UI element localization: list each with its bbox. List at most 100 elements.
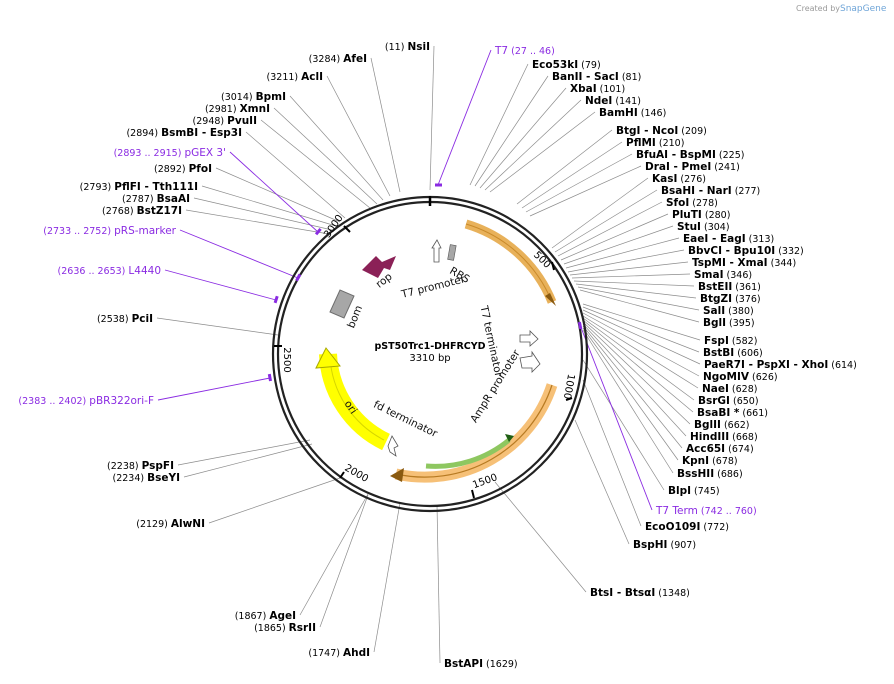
site-label-hindiii[interactable]: HindIII (668) — [690, 431, 758, 443]
site-label-pvuii[interactable]: (2948) PvuII — [193, 115, 257, 127]
site-label-alwni[interactable]: (2129) AlwNI — [136, 518, 205, 530]
site-label-ecoo109i[interactable]: EcoO109I (772) — [645, 521, 729, 533]
site-position: (2238) — [107, 461, 142, 472]
site-name: BlpI — [668, 485, 691, 497]
primer-name: pGEX 3' — [184, 147, 226, 159]
primer-label-pgex-3[interactable]: (2893 .. 2915) pGEX 3' — [114, 147, 226, 159]
site-label-drai-pmei[interactable]: DraI - PmeI (241) — [645, 161, 740, 173]
site-label-rsrii[interactable]: (1865) RsrII — [254, 622, 316, 634]
site-label-smai[interactable]: SmaI (346) — [694, 269, 752, 281]
site-label-pluti[interactable]: PluTI (280) — [672, 209, 730, 221]
site-label-pcii[interactable]: (2538) PciI — [97, 313, 153, 325]
site-label-naei[interactable]: NaeI (628) — [702, 383, 757, 395]
site-label-bstbi[interactable]: BstBI (606) — [703, 347, 763, 359]
site-label-agei[interactable]: (1867) AgeI — [235, 610, 296, 622]
feature-promoter-white[interactable] — [519, 350, 541, 373]
site-label-bseyi[interactable]: (2234) BseYI — [113, 472, 181, 484]
site-label-bstz17i[interactable]: (2768) BstZ17I — [102, 205, 182, 217]
site-label-bbvci-bpu10i[interactable]: BbvCI - Bpu10I (332) — [688, 245, 804, 257]
site-label-ngomiv[interactable]: NgoMIV (626) — [703, 371, 778, 383]
leader-eco53ki — [469, 63, 529, 186]
site-label-sfoi[interactable]: SfoI (278) — [666, 197, 718, 209]
site-position: (662) — [721, 420, 750, 431]
primer-name: T7 — [494, 45, 508, 57]
primer-mark-pgex-3 — [314, 227, 322, 236]
feature-rop[interactable] — [362, 256, 396, 278]
site-label-kpni[interactable]: KpnI (678) — [682, 455, 738, 467]
site-name: BstZ17I — [137, 205, 182, 217]
leader-stui — [563, 225, 674, 265]
feature-label-t7-promoter[interactable]: T7 promoter — [399, 273, 467, 301]
site-label-paer7i-pspxi-xhoi[interactable]: PaeR7I - PspXI - XhoI (614) — [704, 359, 857, 371]
site-name: BpmI — [256, 91, 286, 103]
feature-t7-terminator[interactable] — [519, 330, 539, 347]
site-label-nsii[interactable]: (11) NsiI — [385, 41, 430, 53]
site-label-bsrgi[interactable]: BsrGI (650) — [698, 395, 759, 407]
site-label-banii-saci[interactable]: BanII - SacI (81) — [552, 71, 641, 83]
leader-tspmi-xmai — [569, 261, 689, 276]
site-position: (380) — [725, 306, 754, 317]
site-label-bsaai[interactable]: (2787) BsaAI — [122, 193, 190, 205]
site-label-bsahi-nari[interactable]: BsaHI - NarI (277) — [661, 185, 760, 197]
site-label-acli[interactable]: (3211) AclI — [267, 71, 323, 83]
primer-name: L4440 — [128, 265, 161, 277]
site-label-xbai[interactable]: XbaI (101) — [570, 83, 625, 95]
site-label-ahdi[interactable]: (1747) AhdI — [308, 647, 370, 659]
site-label-btgzi[interactable]: BtgZI (376) — [700, 293, 761, 305]
site-label-bamhi[interactable]: BamHI (146) — [599, 107, 666, 119]
site-label-bfuai-bspmi[interactable]: BfuAI - BspMI (225) — [636, 149, 744, 161]
site-name: NsiI — [407, 41, 430, 53]
site-label-btsi-bts-i[interactable]: BtsI - BtsαI (1348) — [590, 587, 690, 599]
leader-drai-pmei — [529, 165, 642, 217]
site-label-bpmi[interactable]: (3014) BpmI — [221, 91, 286, 103]
primer-label-pbr322ori-f[interactable]: (2383 .. 2402) pBR322ori-F — [18, 395, 154, 407]
primer-label-t7[interactable]: T7 (27 .. 46) — [494, 45, 555, 57]
site-label-blpi[interactable]: BlpI (745) — [668, 485, 720, 497]
site-name: EcoO109I — [645, 521, 700, 533]
site-label-acc65i[interactable]: Acc65I (674) — [686, 443, 754, 455]
site-label-pflfi-tth111i[interactable]: (2793) PflFI - Tth111I — [80, 181, 198, 193]
site-label-afei[interactable]: (3284) AfeI — [309, 53, 367, 65]
site-label-bglii[interactable]: BglII (662) — [694, 419, 750, 431]
site-label-xmni[interactable]: (2981) XmnI — [205, 103, 270, 115]
site-name: BstEII — [698, 281, 732, 293]
site-position: (278) — [689, 198, 718, 209]
site-label-kasi[interactable]: KasI (276) — [652, 173, 706, 185]
site-label-pfoi[interactable]: (2892) PfoI — [154, 163, 212, 175]
feature-ampr-head — [390, 468, 404, 482]
site-name: SmaI — [694, 269, 724, 281]
site-label-bsabi[interactable]: BsaBI * (661) — [697, 407, 768, 419]
site-label-bsphi[interactable]: BspHI (907) — [633, 539, 696, 551]
site-label-pspfi[interactable]: (2238) PspFI — [107, 460, 174, 472]
site-name: TspMI - XmaI — [692, 257, 768, 269]
site-label-bgli[interactable]: BglI (395) — [703, 317, 755, 329]
site-position: (1865) — [254, 623, 289, 634]
site-label-bsmbi-esp3i[interactable]: (2894) BsmBI - Esp3I — [126, 127, 242, 139]
site-label-btgi-ncoi[interactable]: BtgI - NcoI (209) — [616, 125, 707, 137]
primer-label-t7-term[interactable]: T7 Term (742 .. 760) — [655, 505, 757, 517]
primer-label-l4440[interactable]: (2636 .. 2653) L4440 — [58, 265, 161, 277]
credit-brand[interactable]: SnapGene — [840, 4, 887, 14]
feature-bom[interactable] — [329, 289, 355, 319]
site-label-sali[interactable]: SalI (380) — [703, 305, 754, 317]
site-label-bsteii[interactable]: BstEII (361) — [698, 281, 761, 293]
tick-mark-1000 — [565, 397, 573, 401]
feature-ampr-promoter[interactable] — [425, 438, 511, 469]
site-label-pflmi[interactable]: PflMI (210) — [626, 137, 684, 149]
primer-label-prs-marker[interactable]: (2733 .. 2752) pRS-marker — [43, 225, 176, 237]
site-label-fspi[interactable]: FspI (582) — [704, 335, 757, 347]
site-label-ndei[interactable]: NdeI (141) — [585, 95, 641, 107]
feature-fd-terminator[interactable] — [387, 435, 399, 457]
feature-rbs[interactable] — [447, 244, 457, 261]
site-position: (907) — [667, 540, 696, 551]
site-position: (628) — [729, 384, 758, 395]
site-label-bsshii[interactable]: BssHII (686) — [677, 468, 743, 480]
site-name: XmnI — [240, 103, 270, 115]
site-label-stui[interactable]: StuI (304) — [677, 221, 730, 233]
feature-t7-promoter[interactable] — [431, 239, 442, 263]
site-label-tspmi-xmai[interactable]: TspMI - XmaI (344) — [692, 257, 796, 269]
site-label-bstapi[interactable]: BstAPI (1629) — [444, 658, 518, 670]
site-name: SfoI — [666, 197, 689, 209]
site-label-eco53ki[interactable]: Eco53kI (79) — [532, 59, 601, 71]
site-label-eaei-eagi[interactable]: EaeI - EagI (313) — [683, 233, 774, 245]
